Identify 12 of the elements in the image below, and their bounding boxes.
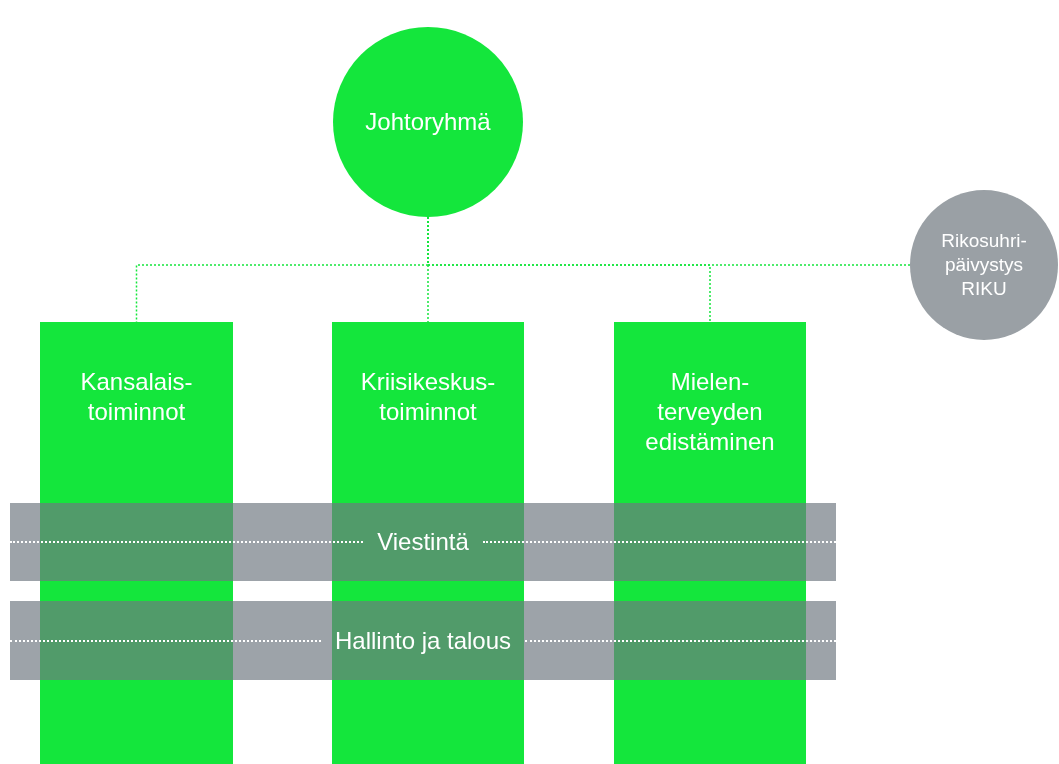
node-label: Kriisikeskus- toiminnot (359, 367, 497, 427)
column-box (332, 322, 524, 764)
node-label: Johtoryhmä (364, 107, 492, 137)
column-box (614, 322, 806, 764)
band-box (10, 601, 836, 680)
node-label: Hallinto ja talous (333, 625, 513, 656)
node-label: Kansalais- toiminnot (79, 367, 194, 427)
node-label: Viestintä (376, 527, 470, 557)
column-box (40, 322, 233, 764)
node-label: Rikosuhri- päivystys RIKU (940, 229, 1028, 301)
band-box (10, 503, 836, 581)
node-label: Mielen- terveyden edistäminen (644, 367, 776, 457)
